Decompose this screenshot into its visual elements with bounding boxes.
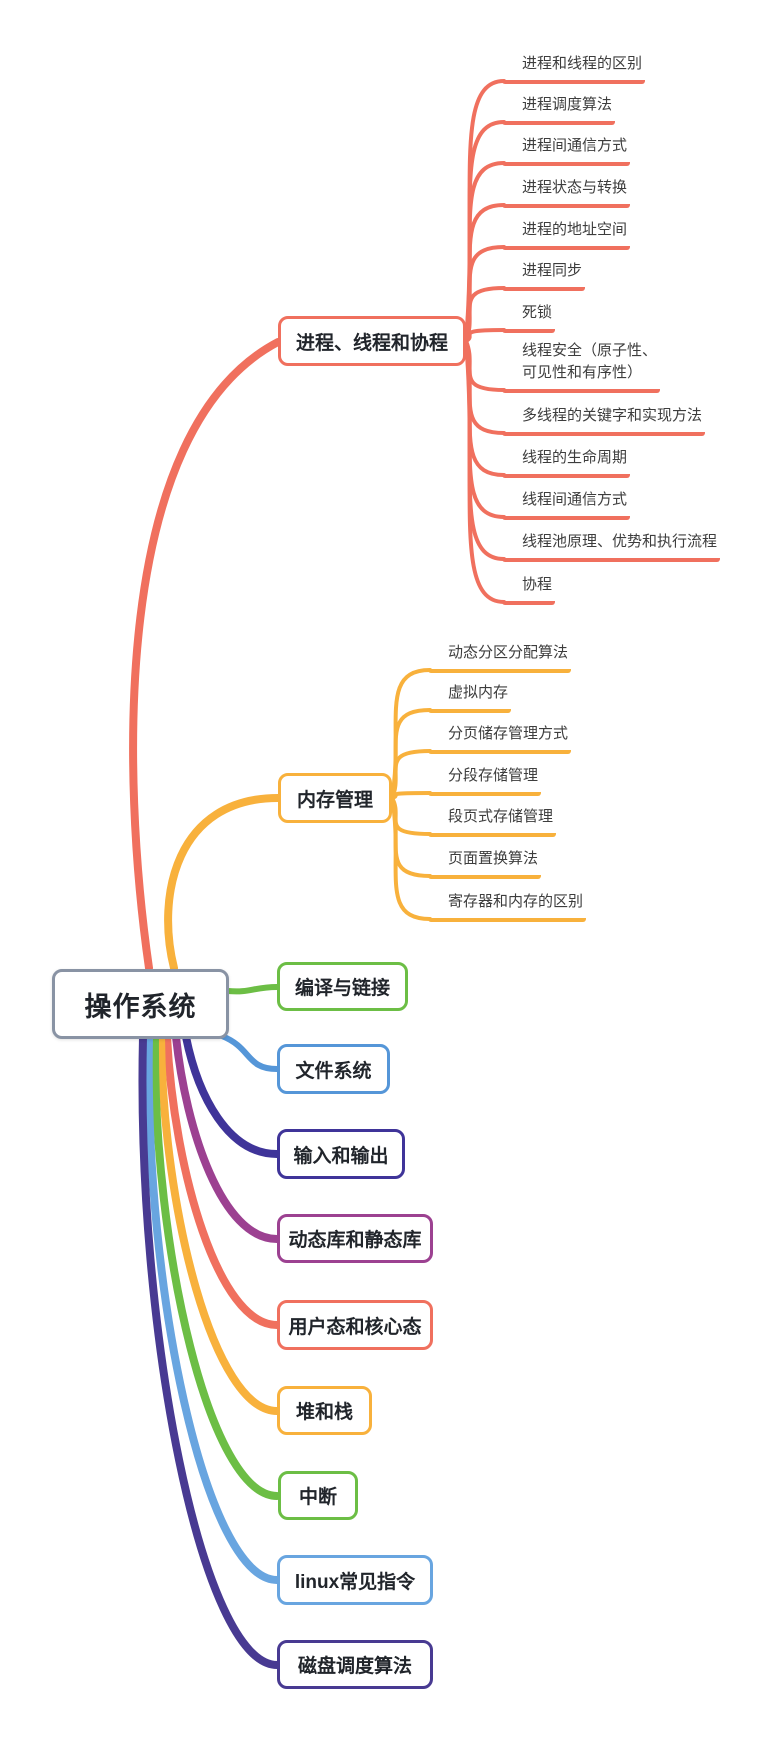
branch-label: 输入和输出 bbox=[293, 1145, 389, 1167]
leaf-node[interactable]: 进程和线程的区别 bbox=[502, 53, 646, 84]
connector-dynamic-static-lib bbox=[172, 1033, 281, 1243]
branch-node-user-kernel-mode[interactable]: 用户态和核心态 bbox=[277, 1300, 433, 1350]
leaf-node[interactable]: 进程同步 bbox=[502, 260, 586, 291]
leaf-node[interactable]: 进程的地址空间 bbox=[502, 219, 631, 250]
branch-label: 堆和栈 bbox=[295, 1402, 353, 1423]
connector-file-system bbox=[219, 1033, 280, 1072]
leaf-label: 死锁 bbox=[522, 304, 553, 321]
branch-node-compile-link[interactable]: 编译与链接 bbox=[277, 962, 408, 1011]
branch-node-process-threads[interactable]: 进程、线程和协程 bbox=[278, 316, 466, 366]
branch-label: linux常见指令 bbox=[294, 1571, 416, 1593]
leaf-label: 进程间通信方式 bbox=[522, 137, 628, 154]
leaf-label: 协程 bbox=[522, 576, 553, 593]
leaf-node[interactable]: 动态分区分配算法 bbox=[428, 642, 572, 673]
connector-compile-link bbox=[225, 984, 280, 995]
leaf-node[interactable]: 协程 bbox=[502, 574, 556, 605]
leaf-label: 进程的地址空间 bbox=[522, 221, 628, 238]
connector-process-threads bbox=[129, 338, 282, 972]
root-label: 操作系统 bbox=[84, 991, 197, 1022]
connector-interrupt bbox=[150, 1033, 281, 1500]
connector-input-output bbox=[182, 1033, 281, 1158]
leaf-node[interactable]: 死锁 bbox=[502, 302, 556, 333]
leaf-label: 进程同步 bbox=[522, 262, 583, 279]
branch-label: 内存管理 bbox=[296, 789, 373, 811]
branch-node-linux-commands[interactable]: linux常见指令 bbox=[277, 1555, 433, 1605]
leaf-label: 虚拟内存 bbox=[448, 684, 509, 701]
leaf-label: 分段存储管理 bbox=[448, 767, 539, 784]
leaf-node[interactable]: 分段存储管理 bbox=[428, 765, 542, 796]
leaf-label: 线程间通信方式 bbox=[522, 491, 628, 508]
leaf-label: 线程池原理、优势和执行流程 bbox=[522, 533, 718, 550]
branch-label: 进程、线程和协程 bbox=[295, 332, 448, 354]
branch-node-heap-stack[interactable]: 堆和栈 bbox=[277, 1386, 372, 1435]
leaf-label: 动态分区分配算法 bbox=[448, 644, 569, 661]
leaf-label: 进程调度算法 bbox=[522, 96, 613, 113]
connector-memory-management bbox=[164, 794, 282, 972]
leaf-node[interactable]: 页面置换算法 bbox=[428, 848, 542, 879]
connector-disk-scheduling bbox=[138, 1033, 281, 1669]
leaf-node[interactable]: 多线程的关键字和实现方法 bbox=[502, 405, 706, 436]
leaf-node[interactable]: 分页储存管理方式 bbox=[428, 723, 572, 754]
leaf-connector bbox=[390, 796, 432, 836]
branch-node-dynamic-static-library[interactable]: 动态库和静态库 bbox=[277, 1214, 433, 1263]
branch-node-file-system[interactable]: 文件系统 bbox=[277, 1044, 390, 1094]
leaf-label: 多线程的关键字和实现方法 bbox=[522, 407, 703, 424]
leaf-connector bbox=[464, 339, 506, 392]
leaf-node[interactable]: 线程间通信方式 bbox=[502, 489, 631, 520]
branch-node-input-output[interactable]: 输入和输出 bbox=[277, 1129, 405, 1179]
leaf-connector bbox=[390, 796, 432, 921]
leaf-node[interactable]: 线程的生命周期 bbox=[502, 447, 631, 478]
leaf-node[interactable]: 线程安全（原子性、 可见性和有序性） bbox=[502, 340, 661, 393]
leaf-label: 寄存器和内存的区别 bbox=[448, 893, 584, 910]
branch-label: 用户态和核心态 bbox=[288, 1316, 422, 1338]
branch-label: 文件系统 bbox=[295, 1060, 372, 1082]
leaf-label: 进程状态与转换 bbox=[522, 179, 628, 196]
root-node[interactable]: 操作系统 bbox=[52, 969, 229, 1039]
branch-node-memory-management[interactable]: 内存管理 bbox=[278, 773, 392, 823]
leaf-connector bbox=[464, 245, 506, 343]
branch-label: 动态库和静态库 bbox=[288, 1230, 422, 1251]
leaf-label: 线程的生命周期 bbox=[522, 449, 628, 466]
branch-label: 中断 bbox=[298, 1487, 337, 1508]
leaf-node[interactable]: 进程调度算法 bbox=[502, 94, 616, 125]
branch-label: 编译与链接 bbox=[294, 978, 390, 999]
leaf-label: 进程和线程的区别 bbox=[522, 55, 643, 72]
branch-label: 磁盘调度算法 bbox=[297, 1656, 412, 1677]
leaf-label: 页面置换算法 bbox=[448, 850, 539, 867]
leaf-connector bbox=[464, 328, 506, 343]
leaf-node[interactable]: 虚拟内存 bbox=[428, 682, 512, 713]
leaf-connector bbox=[390, 749, 432, 800]
connector-user-kernel-mode bbox=[163, 1033, 281, 1329]
leaf-node[interactable]: 段页式存储管理 bbox=[428, 806, 557, 837]
leaf-connector bbox=[464, 286, 506, 343]
leaf-label: 段页式存储管理 bbox=[448, 808, 554, 825]
branch-node-disk-scheduling[interactable]: 磁盘调度算法 bbox=[277, 1640, 433, 1689]
leaf-node[interactable]: 寄存器和内存的区别 bbox=[428, 891, 587, 922]
branch-node-interrupt[interactable]: 中断 bbox=[278, 1471, 358, 1520]
leaf-node[interactable]: 进程间通信方式 bbox=[502, 135, 631, 166]
leaf-label: 分页储存管理方式 bbox=[448, 725, 569, 742]
leaf-node[interactable]: 线程池原理、优势和执行流程 bbox=[502, 531, 721, 562]
connector-heap-stack bbox=[157, 1033, 281, 1415]
leaf-node[interactable]: 进程状态与转换 bbox=[502, 177, 631, 208]
leaf-connector bbox=[464, 339, 506, 604]
leaf-connector bbox=[390, 796, 432, 878]
leaf-connector bbox=[390, 791, 432, 800]
connector-linux-commands bbox=[144, 1033, 281, 1584]
leaf-label: 线程安全（原子性、 可见性和有序性） bbox=[522, 342, 658, 381]
